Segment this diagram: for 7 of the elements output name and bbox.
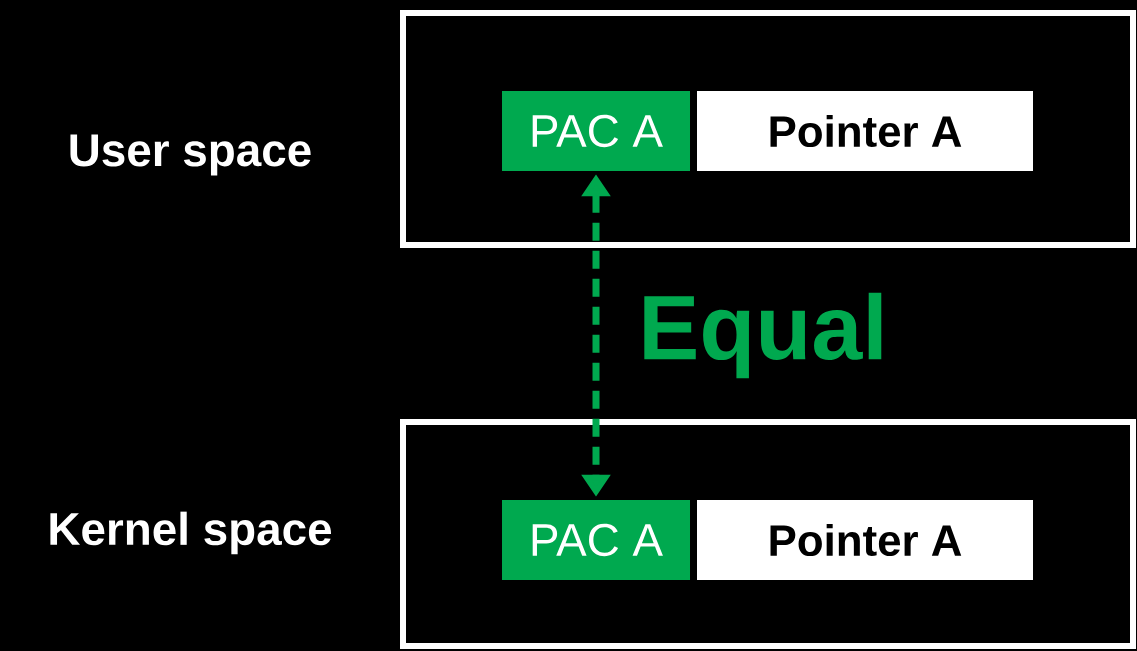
pointer-field: Pointer A <box>697 500 1033 580</box>
side-label: Kernel space <box>50 511 332 555</box>
edge-label: Equal <box>644 292 882 379</box>
pac-field: PAC A <box>502 91 690 171</box>
side-label: User space <box>70 134 311 176</box>
pac-field: PAC A <box>502 500 690 580</box>
pointer-field: Pointer A <box>697 91 1033 171</box>
